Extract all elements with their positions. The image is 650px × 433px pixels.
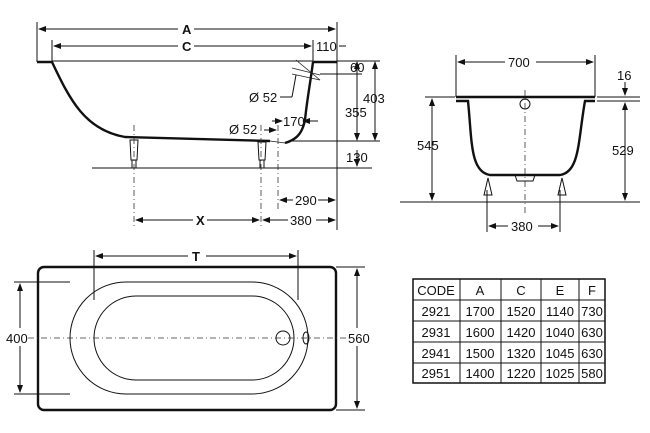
dimension-table: CODE A C E F 2921 1700 1520 1140 730 293… xyxy=(412,278,606,384)
plan-view: T 400 560 xyxy=(6,249,370,412)
cell: 1400 xyxy=(466,366,495,381)
dim-label-a: A xyxy=(182,22,192,37)
cell: 630 xyxy=(581,325,603,340)
cell: 630 xyxy=(581,346,603,361)
side-view: A C 110 60 403 355 130 Ø 52 xyxy=(36,22,385,230)
table-row: 2931 1600 1420 1040 630 xyxy=(422,325,603,340)
cell: 2921 xyxy=(422,304,451,319)
cell: 1045 xyxy=(546,346,575,361)
table-header: CODE A C E F xyxy=(417,283,596,298)
cell: 2951 xyxy=(422,366,451,381)
cell: 580 xyxy=(581,366,603,381)
cell: 1040 xyxy=(546,325,575,340)
dim-110: 110 xyxy=(316,39,337,54)
cell: 2941 xyxy=(422,346,451,361)
header-e: E xyxy=(556,283,565,298)
dim-380: 380 xyxy=(290,213,312,228)
dim-label-t: T xyxy=(192,249,200,264)
dim-label-x: X xyxy=(196,213,205,228)
dim-overflow-diameter: Ø 52 xyxy=(249,90,277,105)
header-a: A xyxy=(476,283,485,298)
end-view: 700 545 529 16 380 xyxy=(400,55,640,234)
table-row: 2941 1500 1320 1045 630 xyxy=(422,346,603,361)
header-code: CODE xyxy=(417,283,455,298)
dim-290: 290 xyxy=(295,193,317,208)
dim-60: 60 xyxy=(350,60,364,75)
cell: 1700 xyxy=(466,304,495,319)
cell: 1025 xyxy=(546,366,575,381)
cell: 1140 xyxy=(546,304,574,319)
dim-529: 529 xyxy=(612,143,634,158)
cell: 1500 xyxy=(466,346,495,361)
cell: 730 xyxy=(581,304,603,319)
cell: 1420 xyxy=(507,325,536,340)
dim-400: 400 xyxy=(6,331,28,346)
dim-170: 170 xyxy=(283,114,305,129)
cell: 1520 xyxy=(507,304,536,319)
cell: 2931 xyxy=(422,325,451,340)
dim-560: 560 xyxy=(348,331,370,346)
header-f: F xyxy=(588,283,596,298)
dim-380-end: 380 xyxy=(511,219,533,234)
cell: 1320 xyxy=(507,346,536,361)
header-c: C xyxy=(516,283,525,298)
dim-545: 545 xyxy=(417,138,439,153)
dim-16: 16 xyxy=(617,68,631,83)
dim-130: 130 xyxy=(346,150,368,165)
cell: 1600 xyxy=(466,325,495,340)
table-row: 2921 1700 1520 1140 730 xyxy=(422,304,603,319)
dim-drain-diameter: Ø 52 xyxy=(229,122,257,137)
cell: 1220 xyxy=(507,366,536,381)
dim-label-c: C xyxy=(182,39,192,54)
dim-355: 355 xyxy=(345,105,367,120)
dim-403: 403 xyxy=(363,91,385,106)
dim-700: 700 xyxy=(508,55,530,70)
table-row: 2951 1400 1220 1025 580 xyxy=(422,366,603,381)
